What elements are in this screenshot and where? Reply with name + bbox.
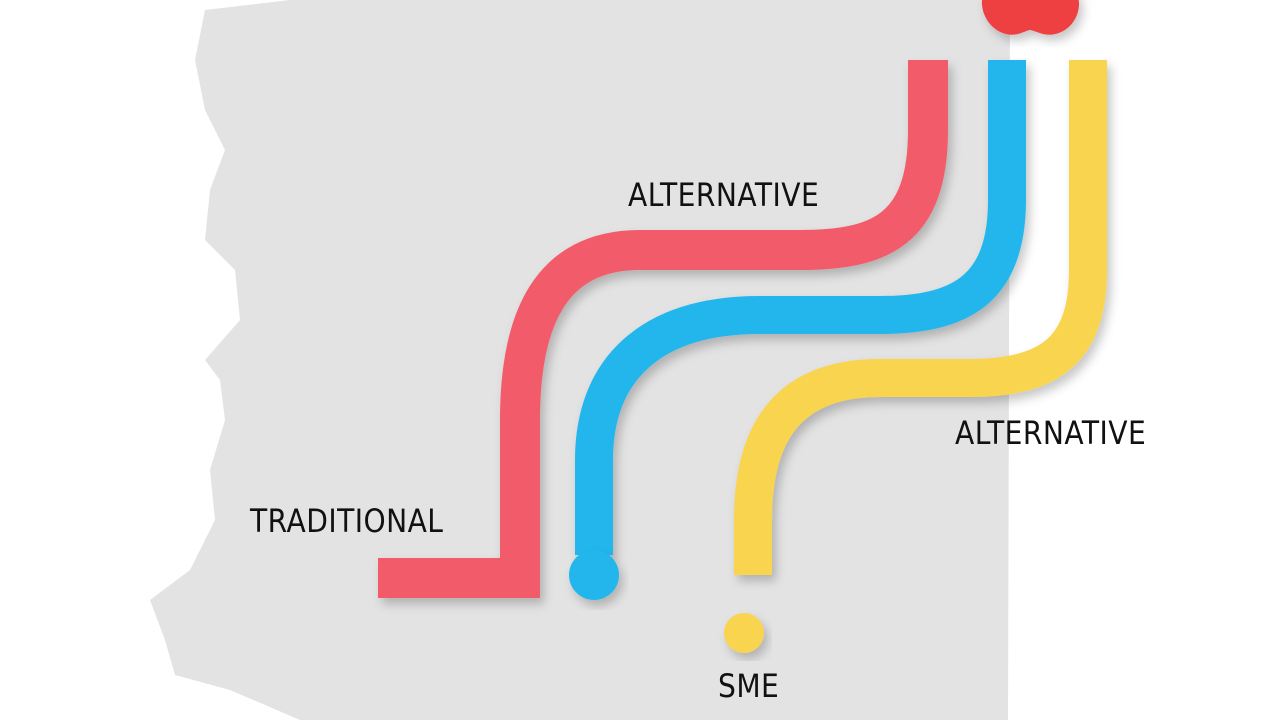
- label-alternative-top: ALTERNATIVE: [628, 176, 820, 214]
- yellow-path: [734, 60, 1107, 575]
- state-map-shape: [150, 0, 1010, 720]
- yellow-path-end-dot: [724, 613, 764, 653]
- blue-path: [575, 60, 1026, 555]
- blue-path-end-dot: [569, 550, 619, 600]
- label-traditional: TRADITIONAL: [250, 502, 444, 540]
- apple-icon: [981, 0, 1080, 35]
- label-sme: SME: [718, 667, 780, 705]
- label-alternative-right: ALTERNATIVE: [955, 414, 1147, 452]
- red-path: [378, 60, 948, 598]
